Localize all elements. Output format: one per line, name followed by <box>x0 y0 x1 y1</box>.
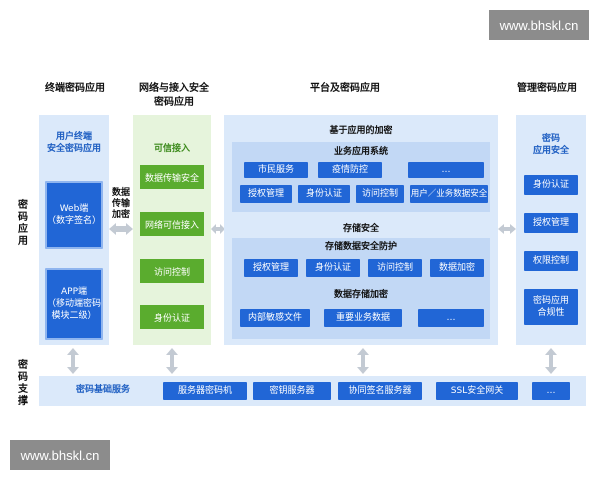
watermark-top: www.bhskl.cn <box>489 10 589 40</box>
management-item-3: 密码应用 合规性 <box>524 289 578 325</box>
business-item-4: 身份认证 <box>298 185 350 203</box>
web-client-box: Web端 （数字签名） <box>45 181 103 249</box>
support-item-1: 密钥服务器 <box>253 382 331 400</box>
storage-encrypt-item-1: 重要业务数据 <box>324 309 402 327</box>
vertical-arrow-platform <box>357 348 369 374</box>
storage-protect-item-1: 身份认证 <box>306 259 360 277</box>
support-item-more: … <box>532 382 570 400</box>
business-item-3: 授权管理 <box>240 185 292 203</box>
storage-encrypt-title: 数据存储加密 <box>333 290 388 300</box>
vertical-arrow-network <box>166 348 178 374</box>
management-item-1: 授权管理 <box>524 213 578 233</box>
network-panel: 可信接入 数据传输安全 网络可信接入 访问控制 身份认证 <box>133 115 211 345</box>
business-panel: 业务应用系统 市民服务 疫情防控 … 授权管理 身份认证 访问控制 用户／业务数… <box>232 142 490 212</box>
business-panel-title: 业务应用系统 <box>333 147 388 157</box>
storage-protect-item-2: 访问控制 <box>368 259 422 277</box>
business-item-5: 访问控制 <box>356 185 404 203</box>
app-client-box: APP端 （移动端密码 模块二级） <box>45 268 103 340</box>
watermark-bottom: www.bhskl.cn <box>10 440 110 470</box>
platform-panel: 基于应用的加密 业务应用系统 市民服务 疫情防控 … 授权管理 身份认证 访问控… <box>224 115 498 345</box>
support-item-3: SSL安全网关 <box>436 382 518 400</box>
support-bar-title: 密码基础服务 <box>75 385 130 395</box>
storage-encrypt-item-more: … <box>418 309 484 327</box>
storage-protect-item-0: 授权管理 <box>244 259 298 277</box>
network-item-1: 网络可信接入 <box>140 212 204 236</box>
double-arrow-platform-management <box>498 224 516 234</box>
management-item-2: 权限控制 <box>524 251 578 271</box>
business-item-1: 疫情防控 <box>318 162 382 178</box>
vertical-arrow-terminal <box>67 348 79 374</box>
vertical-arrow-management <box>545 348 557 374</box>
management-panel: 密码 应用安全 身份认证 授权管理 权限控制 密码应用 合规性 <box>516 115 586 345</box>
support-item-0: 服务器密码机 <box>163 382 247 400</box>
header-management: 管理密码应用 <box>517 83 577 94</box>
business-item-6: 用户／业务数据安全 <box>410 185 488 203</box>
management-panel-title: 密码 应用安全 <box>532 134 569 156</box>
network-item-2: 访问控制 <box>140 259 204 283</box>
management-item-0: 身份认证 <box>524 175 578 195</box>
double-arrow-terminal-network <box>109 223 133 235</box>
side-label-support: 密码支撑 <box>18 360 28 407</box>
terminal-panel-title: 用户终端 安全密码应用 <box>46 132 101 154</box>
platform-panel-title: 基于应用的加密 <box>329 126 393 136</box>
storage-encrypt-item-0: 内部敏感文件 <box>240 309 310 327</box>
side-label-app: 密码应用 <box>18 200 28 247</box>
business-item-more: … <box>408 162 484 178</box>
network-item-0: 数据传输安全 <box>140 165 204 189</box>
support-bar: 密码基础服务 服务器密码机 密钥服务器 协同签名服务器 SSL安全网关 … <box>39 376 586 406</box>
network-item-3: 身份认证 <box>140 305 204 329</box>
storage-protect-item-3: 数据加密 <box>430 259 484 277</box>
double-arrow-network-platform <box>211 224 225 234</box>
support-item-2: 协同签名服务器 <box>338 382 422 400</box>
network-panel-title: 可信接入 <box>153 144 190 154</box>
business-item-0: 市民服务 <box>244 162 308 178</box>
header-platform: 平台及密码应用 <box>310 83 380 94</box>
header-network: 网络与接入安全 密码应用 <box>139 83 209 108</box>
storage-protect-title: 存储数据安全防护 <box>324 242 397 252</box>
terminal-panel: 用户终端 安全密码应用 Web端 （数字签名） APP端 （移动端密码 模块二级… <box>39 115 109 345</box>
data-transfer-label: 数据 传输 加密 <box>111 188 130 220</box>
storage-title: 存储安全 <box>342 224 379 234</box>
storage-panel: 存储数据安全防护 授权管理 身份认证 访问控制 数据加密 数据存储加密 内部敏感… <box>232 238 490 339</box>
header-terminal: 终端密码应用 <box>45 83 105 94</box>
